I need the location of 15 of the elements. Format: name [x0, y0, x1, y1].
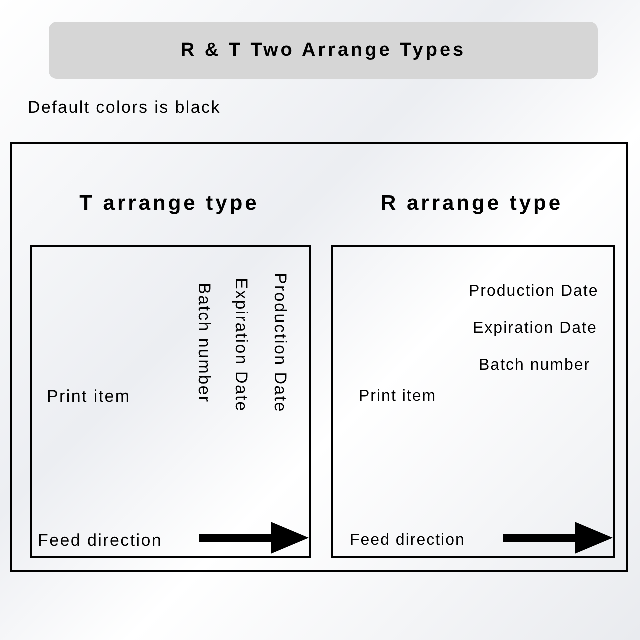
panel-label: Print item — [359, 388, 437, 406]
panel-label: Expiration Date — [473, 320, 598, 338]
panel-label: Print item — [47, 387, 131, 407]
outer-frame — [10, 142, 628, 572]
title: R & T Two Arrange Types — [180, 40, 466, 62]
panel-heading: T arrange type — [78, 192, 260, 216]
vertical-label: Expiration Date — [231, 278, 251, 412]
note-text: Default colors is black — [28, 98, 221, 118]
vertical-label: Batch number — [194, 283, 214, 404]
panel-label: Feed direction — [350, 532, 466, 550]
panel-heading: R arrange type — [380, 192, 564, 216]
panel-label: Feed direction — [38, 531, 163, 551]
panel-label: Batch number — [479, 357, 591, 375]
panel-label: Production Date — [469, 283, 599, 301]
vertical-label: Production Date — [270, 273, 290, 413]
